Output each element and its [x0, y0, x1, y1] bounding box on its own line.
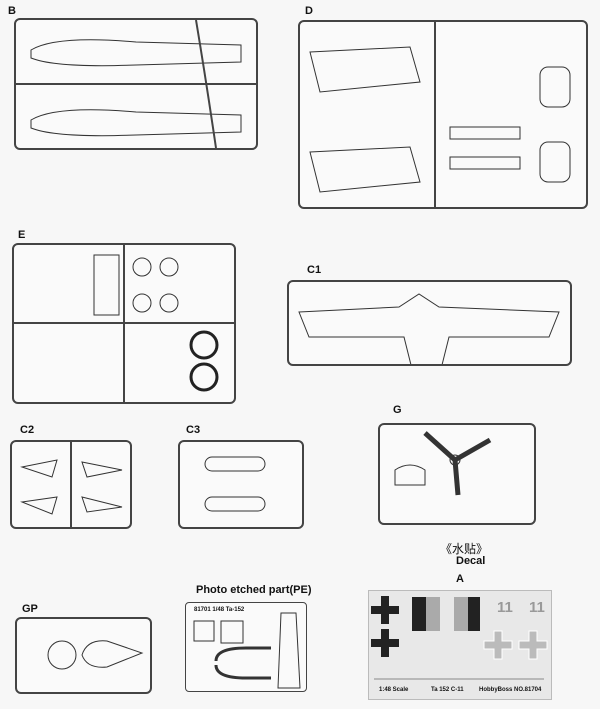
decal-markings	[371, 596, 548, 680]
decal-numerals-2: 11	[529, 599, 545, 616]
lower-wing-part	[298, 293, 560, 364]
pe-parts	[193, 612, 301, 689]
pe-code: 81701 1/48 Ta-152	[194, 607, 245, 613]
decal-sheet-label: A	[456, 573, 464, 585]
tail-parts	[20, 442, 123, 527]
sprue-label-g: G	[393, 404, 402, 416]
drop-tank-parts	[204, 456, 266, 512]
sprue-c1	[287, 280, 572, 366]
sprue-e	[12, 243, 236, 404]
sprue-label-c3: C3	[186, 424, 201, 436]
canopy-parts	[47, 640, 144, 670]
decal-model: Ta 152 C-11	[431, 687, 464, 693]
decal-title-en: Decal	[456, 555, 486, 567]
sprue-b	[14, 18, 258, 150]
sprue-label-b: B	[8, 5, 16, 17]
sprue-d	[298, 20, 588, 209]
decal-maker: HobbyBoss NO.81704	[479, 687, 542, 693]
wing-parts	[309, 22, 571, 207]
decal-scale: 1:48 Scale	[379, 687, 409, 693]
decal-title-cn: 《水贴》	[440, 542, 489, 556]
fuselage-parts	[16, 20, 256, 148]
pe-title: Photo etched part(PE)	[196, 584, 312, 596]
sprue-label-c1: C1	[307, 264, 322, 276]
sprue-label-e: E	[18, 229, 26, 241]
sprue-c2	[10, 440, 132, 529]
sprue-label-gp: GP	[22, 603, 38, 615]
detail-parts	[14, 245, 234, 402]
clear-propeller-parts	[394, 431, 492, 496]
sprue-c3	[178, 440, 304, 529]
pe-fret: 81701 1/48 Ta-152	[185, 602, 307, 692]
sprue-label-c2: C2	[20, 424, 35, 436]
decal-sheet: 11 11 1:48 Scale Ta 152 C-11 HobbyBoss N…	[368, 590, 552, 700]
decal-numerals-1: 11	[497, 599, 513, 616]
sprue-g	[378, 423, 536, 525]
sprue-label-d: D	[305, 5, 313, 17]
sprue-gp	[15, 617, 152, 694]
